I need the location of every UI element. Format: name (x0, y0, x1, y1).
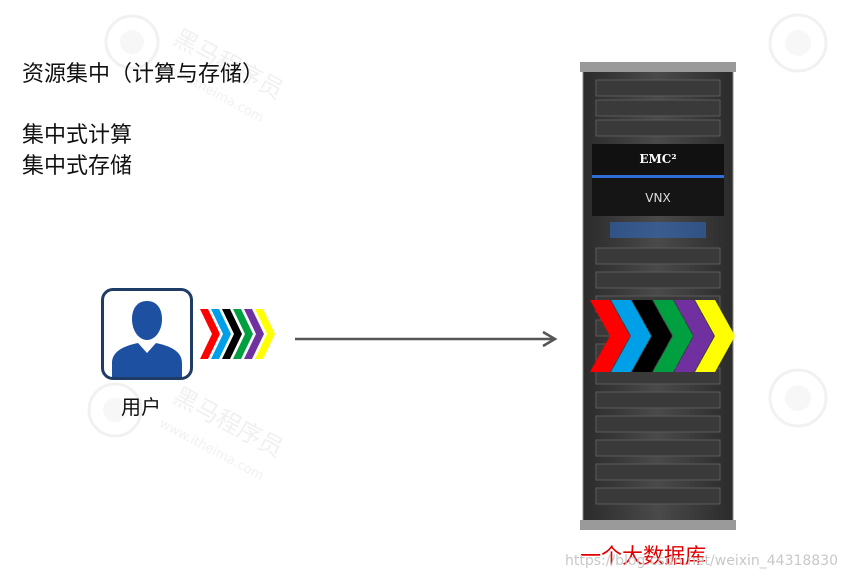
watermark-logo-icon: 黑马程序员 www.itheima.com (87, 382, 288, 484)
bullet-centralized-storage: 集中式存储 (22, 154, 133, 179)
rack-slot (595, 487, 721, 505)
chevron-5 (244, 309, 264, 359)
watermark-logo-icon (768, 13, 828, 73)
rack-slot (595, 247, 721, 265)
chevron-4 (233, 309, 253, 359)
server-rack: EMC² VNX (580, 62, 736, 530)
svg-text:www.itheima.com: www.itheima.com (157, 416, 266, 484)
rack-slot (595, 119, 721, 137)
chevron-1 (200, 309, 220, 359)
chevron-1 (590, 300, 630, 372)
chevron-group-user (200, 309, 275, 359)
chevron-2 (211, 309, 231, 359)
chevron-4 (653, 300, 693, 372)
chevron-5 (674, 300, 714, 372)
watermark-bottom-right (760, 360, 844, 524)
server-model-label: VNX (645, 191, 670, 205)
flow-arrow (295, 330, 558, 348)
server-brand-label: EMC² (639, 152, 676, 166)
chevron-6 (695, 300, 735, 372)
bullet-centralized-compute: 集中式计算 (22, 123, 133, 148)
rack-slot (595, 271, 721, 289)
rack-slot (595, 463, 721, 481)
user-icon (101, 288, 193, 380)
watermark-logo-icon (768, 368, 828, 428)
rack-slot (595, 79, 721, 97)
chevron-3 (632, 300, 672, 372)
svg-text:黑马程序员: 黑马程序员 (169, 382, 288, 463)
user-label: 用户 (121, 395, 161, 419)
source-credit: https://blog.csdn.net/weixin_44318830 (565, 553, 839, 569)
rack-slot (595, 439, 721, 457)
watermark-middle: 黑马程序员 www.itheima.com (75, 370, 315, 534)
chevron-3 (222, 309, 242, 359)
rack-slot (595, 99, 721, 117)
person-icon (112, 301, 182, 377)
server-label: 一个大数据库 (580, 544, 706, 568)
rack-slot (595, 415, 721, 433)
chevron-2 (611, 300, 651, 372)
watermark-top-right (760, 5, 844, 169)
page-title: 资源集中（计算与存储） (22, 62, 265, 87)
chevron-6 (255, 309, 275, 359)
rack-slot (595, 391, 721, 409)
chevron-group-server (590, 300, 735, 372)
